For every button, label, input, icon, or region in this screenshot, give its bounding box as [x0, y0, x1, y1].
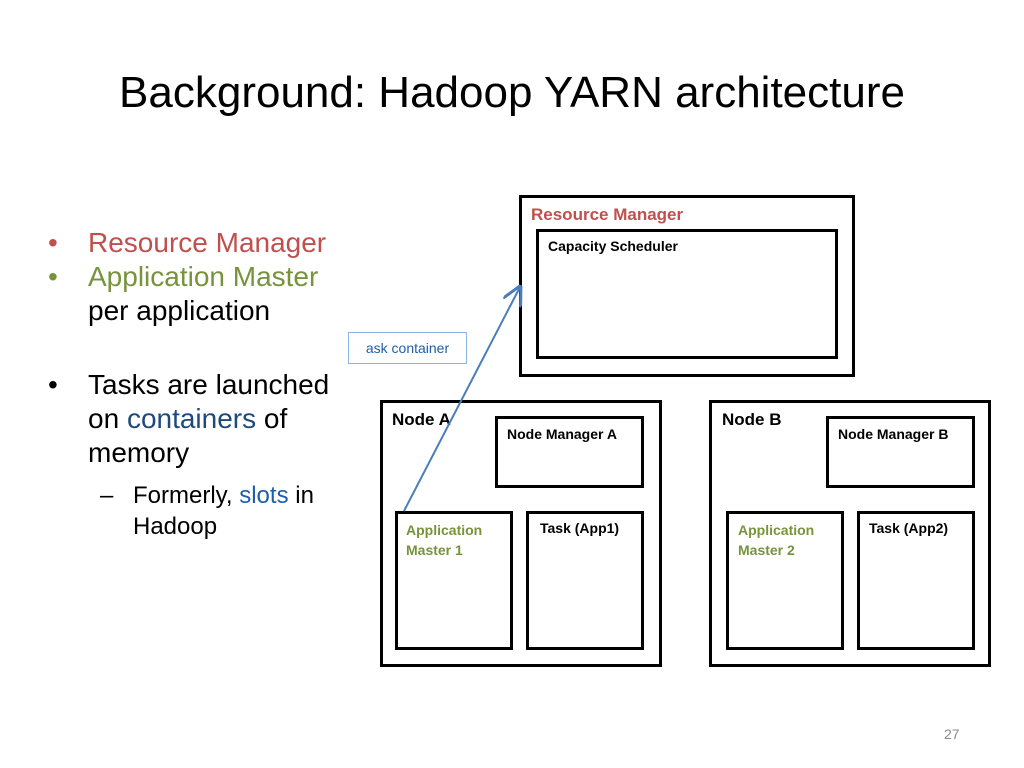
- application-master-1-label: Application Master 1: [406, 522, 483, 558]
- bullet-tasks: • Tasks are launched on containers of me…: [48, 368, 338, 470]
- node-b-label: Node B: [722, 410, 782, 429]
- sub-bullet-text-highlight: slots: [239, 482, 289, 509]
- bullet-marker: •: [48, 369, 58, 400]
- sub-bullet-slots: – Formerly, slots in Hadoop: [48, 480, 338, 542]
- sub-bullet-marker: –: [100, 482, 114, 509]
- task-app1-box: [526, 511, 644, 650]
- task-app2-label: Task (App2): [869, 520, 949, 536]
- application-master-2-box: [726, 511, 844, 650]
- bullet-list: • Resource Manager • Application Master …: [48, 226, 338, 542]
- bullet-marker: •: [48, 261, 58, 292]
- application-master-1-box: [395, 511, 513, 650]
- bullet-text-highlight: Application Master: [88, 261, 319, 292]
- sub-bullet-text: Formerly,: [133, 482, 240, 509]
- bullet-text: Resource Manager: [88, 227, 327, 258]
- bullet-text-highlight: containers: [126, 403, 257, 434]
- bullet-marker: •: [48, 227, 58, 258]
- bullet-application-master: • Application Master per application: [48, 260, 338, 328]
- node-manager-b-label: Node Manager B: [838, 426, 949, 442]
- node-manager-a-box: [495, 416, 644, 488]
- task-app1-label: Task (App1): [540, 520, 620, 536]
- capacity-scheduler-box: [536, 229, 838, 359]
- bullet-text: per application: [88, 295, 271, 326]
- slide-title: Background: Hadoop YARN architecture: [119, 68, 905, 117]
- sub-bullet-text: in Hadoop: [133, 482, 314, 540]
- bullet-text: of memory: [88, 403, 288, 468]
- capacity-scheduler-label: Capacity Scheduler: [548, 238, 678, 254]
- node-a-label: Node A: [392, 410, 451, 429]
- page-number: 27: [944, 726, 960, 742]
- node-manager-a-label: Node Manager A: [507, 426, 617, 442]
- bullet-resource-manager: • Resource Manager: [48, 226, 338, 260]
- node-manager-b-box: [826, 416, 975, 488]
- bullet-text: Tasks are launched on: [88, 369, 330, 434]
- ask-container-label: ask container: [348, 332, 467, 364]
- resource-manager-label: Resource Manager: [531, 205, 684, 224]
- task-app2-box: [857, 511, 975, 650]
- application-master-2-label: Application Master 2: [738, 522, 815, 558]
